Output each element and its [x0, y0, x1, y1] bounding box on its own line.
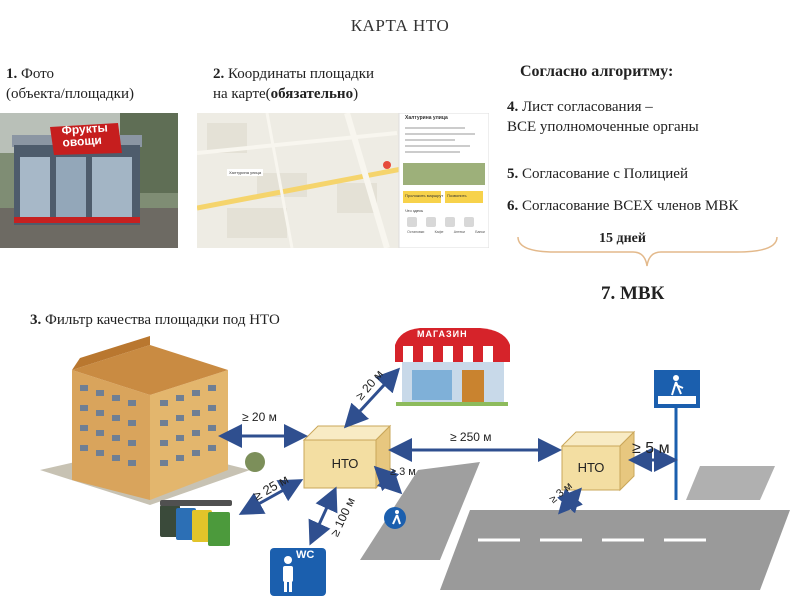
arrow-trash — [238, 479, 304, 515]
step-2-line2-post: ) — [353, 86, 359, 102]
step-5-label: 5. Согласование с Полицией — [507, 164, 688, 184]
trash-bins-icon — [160, 500, 232, 546]
distance-sign-label: ≥ 5 м — [632, 440, 670, 457]
step-1-label: 1. Фото (объекта/площадки) — [6, 64, 134, 104]
shop-sign-label: МАГАЗИН — [417, 329, 468, 339]
map-tab-stops[interactable]: Остановки — [407, 230, 425, 234]
step-7-label: 7. МВК — [601, 283, 665, 304]
apartment-building-icon — [40, 336, 265, 505]
step-6-number: 6. — [507, 198, 519, 214]
step-2-line2-pre: на карте( — [213, 86, 271, 102]
map-place-label: Халтурина улица — [227, 169, 264, 176]
nto-box-1 — [302, 424, 392, 490]
map-route-button[interactable]: Проложить маршрут — [405, 193, 444, 198]
arrow-road — [557, 487, 583, 515]
step-6-text: Согласование ВСЕХ членов МВК — [522, 198, 739, 214]
map-section-title: Что здесь — [405, 208, 424, 213]
nto-1-label: НТО — [331, 456, 359, 471]
step-1-line1: Фото — [21, 66, 55, 82]
step-5-text: Согласование с Полицией — [522, 166, 688, 182]
crosswalk-strip — [360, 462, 480, 560]
kiosk-photo: Фрукты овощи — [0, 113, 178, 248]
wc-label: WC — [296, 549, 315, 561]
distance-building-label: ≥ 20 м — [242, 410, 277, 424]
nto-box-2 — [560, 430, 636, 492]
step-4-number: 4. — [507, 99, 519, 115]
crosswalk-sign-icon — [654, 370, 700, 500]
step-4-label: 4. Лист согласования – ВСЕ уполномоченны… — [507, 97, 699, 137]
days-label: 15 дней — [599, 231, 646, 246]
step-5-number: 5. — [507, 166, 519, 182]
arrow-wc — [308, 486, 338, 546]
distance-crossing-label: ≥ 3 м — [390, 466, 416, 478]
step-1-number: 1. — [6, 66, 18, 82]
map-call-button[interactable]: Позвонить — [447, 193, 467, 198]
map-tab-banks[interactable]: Банки — [475, 230, 485, 234]
arrow-crossing — [373, 465, 403, 495]
step-4-line1: Лист согласования – — [522, 99, 653, 115]
platform-right — [686, 466, 775, 500]
map-tabs: Остановки Кафе Аптеки Банки — [402, 230, 489, 234]
step-2-label: 2. Координаты площадки на карте(обязател… — [213, 64, 374, 104]
map-tab-pharmacy[interactable]: Аптеки — [453, 230, 465, 234]
step-1-line2: (объекта/площадки) — [6, 86, 134, 102]
nto-2-label: НТО — [577, 460, 605, 475]
algorithm-heading: Согласно алгоритму: — [520, 63, 674, 80]
arrow-shop — [343, 367, 401, 429]
road — [440, 510, 790, 590]
days-brace — [517, 236, 778, 267]
step-3-label: 3. Фильтр качества площадки под НТО — [30, 310, 280, 330]
step-2-line1: Координаты площадки — [228, 66, 375, 82]
map-screenshot: Халтурина улица Проложить маршрут Позвон… — [197, 113, 489, 248]
distance-between-label: ≥ 250 м — [450, 430, 492, 444]
wc-icon — [270, 548, 326, 596]
map-tab-cafe[interactable]: Кафе — [434, 230, 444, 234]
step-4-line2: ВСЕ уполномоченные органы — [507, 119, 699, 135]
shop-icon — [395, 328, 510, 406]
step-6-label: 6. Согласование ВСЕХ членов МВК — [507, 196, 738, 216]
step-3-text: Фильтр качества площадки под НТО — [45, 312, 280, 328]
map-card-title: Халтурина улица — [405, 115, 448, 121]
step-3-number: 3. — [30, 312, 42, 328]
step-2-line2-bold: обязательно — [270, 86, 354, 102]
step-2-number: 2. — [213, 66, 225, 82]
page-title: КАРТА НТО — [350, 16, 450, 35]
